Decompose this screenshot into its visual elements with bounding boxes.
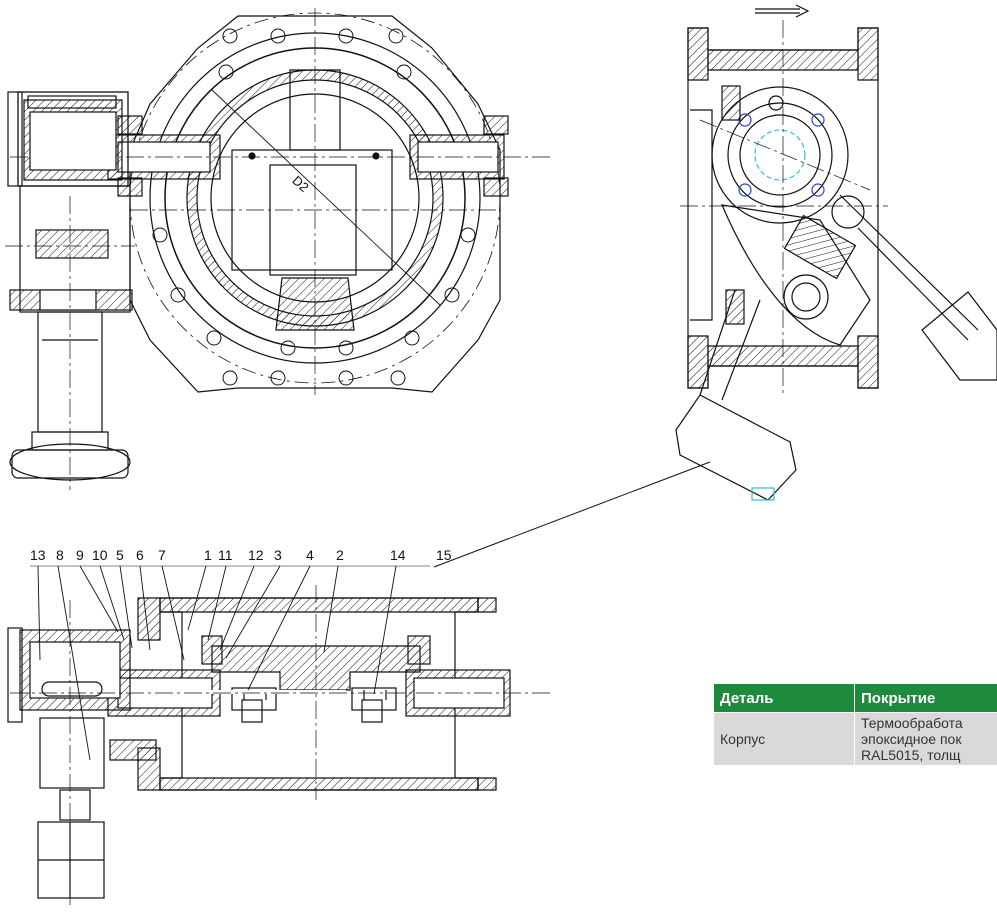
callout-6: 6	[136, 547, 144, 563]
header-part: Деталь	[713, 683, 855, 713]
spec-table-header-row: Деталь Покрытие	[713, 683, 997, 713]
side-view	[433, 4, 997, 568]
callout-7: 7	[158, 547, 166, 563]
cell-part: Корпус	[713, 712, 855, 766]
front-view	[5, 8, 552, 490]
callout-14: 14	[390, 547, 406, 563]
coating-spec-table: Деталь Покрытие Корпус Термообработа эпо…	[713, 683, 997, 766]
callout-2: 2	[336, 547, 344, 563]
coating-line-3: RAL5015, толщ	[861, 747, 961, 763]
coating-line-1: Термообработа	[861, 715, 963, 731]
callout-3: 3	[274, 547, 282, 563]
callout-15: 15	[436, 547, 452, 563]
cell-coating: Термообработа эпоксидное пок RAL5015, то…	[854, 712, 997, 766]
section-view	[7, 565, 552, 905]
callout-5: 5	[116, 547, 124, 563]
callout-numbers: 13 8 9 10 5 6 7 1 11 12 3 4 2 14 15	[30, 547, 452, 563]
callout-9: 9	[76, 547, 84, 563]
callout-12: 12	[248, 547, 264, 563]
callout-11: 11	[218, 547, 233, 563]
callout-8: 8	[56, 547, 64, 563]
callout-10: 10	[92, 547, 108, 563]
header-coating: Покрытие	[854, 683, 997, 713]
callout-13: 13	[30, 547, 46, 563]
table-row: Корпус Термообработа эпоксидное пок RAL5…	[713, 712, 997, 766]
callout-1: 1	[204, 547, 212, 563]
callout-4: 4	[306, 547, 314, 563]
coating-line-2: эпоксидное пок	[861, 731, 962, 747]
